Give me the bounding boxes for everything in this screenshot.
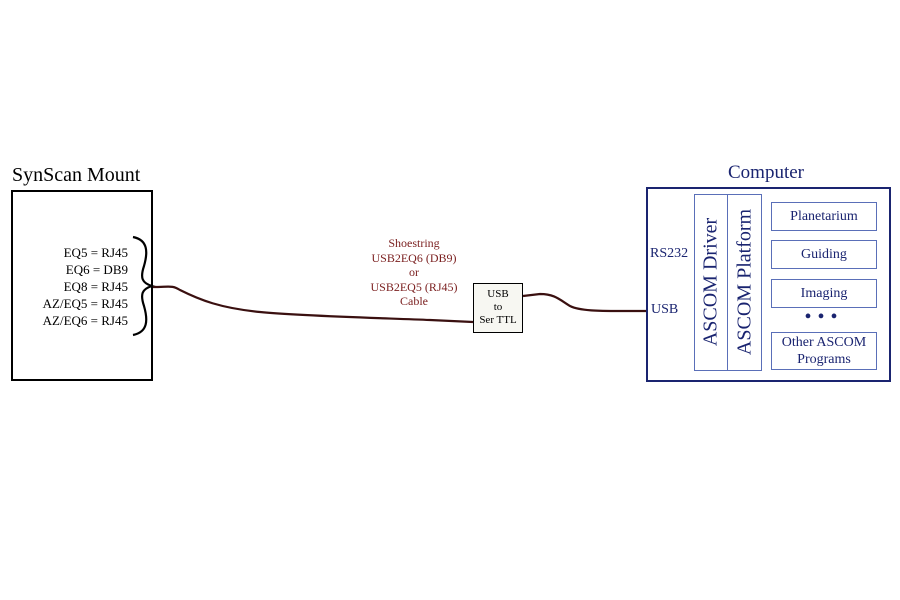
program-label: Programs — [797, 352, 851, 367]
cable-label: Shoestring USB2EQ6 (DB9) or USB2EQ5 (RJ4… — [340, 236, 488, 309]
program-box-guiding: Guiding — [771, 240, 877, 269]
rs232-port-label: RS232 — [650, 246, 689, 261]
converter-label-line: to — [493, 301, 503, 313]
ascom-driver-label: ASCOM Driver — [699, 217, 722, 347]
converter-label-line: USB — [487, 288, 509, 300]
program-box-other-ascom: Other ASCOM Programs — [771, 332, 877, 370]
mount-title: SynScan Mount — [12, 164, 141, 186]
cable-label-line: or — [409, 265, 419, 279]
cable-label-line: USB2EQ5 (RJ45) — [370, 279, 458, 294]
converter-label-line: Ser TTL — [479, 314, 517, 326]
cable-wire-mount-to-converter — [152, 285, 474, 324]
ascom-platform-label: ASCOM Platform — [733, 208, 756, 356]
mount-connector-item: EQ5 = RJ45 — [63, 245, 128, 260]
cable-label-line: USB2EQ6 (DB9) — [371, 250, 457, 265]
cable-label-line: Cable — [400, 294, 428, 308]
cable-wire-converter-to-computer — [522, 292, 646, 313]
ascom-stack-box — [694, 194, 762, 371]
mount-connector-item: AZ/EQ6 = RJ45 — [42, 313, 128, 328]
ascom-stack-divider — [727, 194, 728, 371]
program-box-planetarium: Planetarium — [771, 202, 877, 231]
program-label: Planetarium — [790, 209, 858, 224]
program-label: Guiding — [801, 247, 847, 262]
usb-port-label: USB — [651, 302, 679, 317]
program-label: Imaging — [800, 286, 848, 301]
computer-box — [646, 187, 891, 382]
computer-title: Computer — [728, 162, 804, 183]
program-label: Other ASCOM — [781, 335, 867, 350]
mount-connector-list: EQ5 = RJ45 EQ6 = DB9 EQ8 = RJ45 AZ/EQ5 =… — [18, 244, 128, 329]
program-box-imaging: Imaging — [771, 279, 877, 308]
mount-box — [11, 190, 153, 381]
mount-connector-item: EQ8 = RJ45 — [63, 279, 128, 294]
more-programs-ellipsis: ••• — [804, 306, 844, 328]
usb-to-serial-converter: USB to Ser TTL — [473, 283, 523, 333]
cable-label-line: Shoestring — [388, 236, 440, 250]
mount-connector-item: AZ/EQ5 = RJ45 — [42, 296, 128, 311]
mount-connector-item: EQ6 = DB9 — [65, 262, 128, 277]
